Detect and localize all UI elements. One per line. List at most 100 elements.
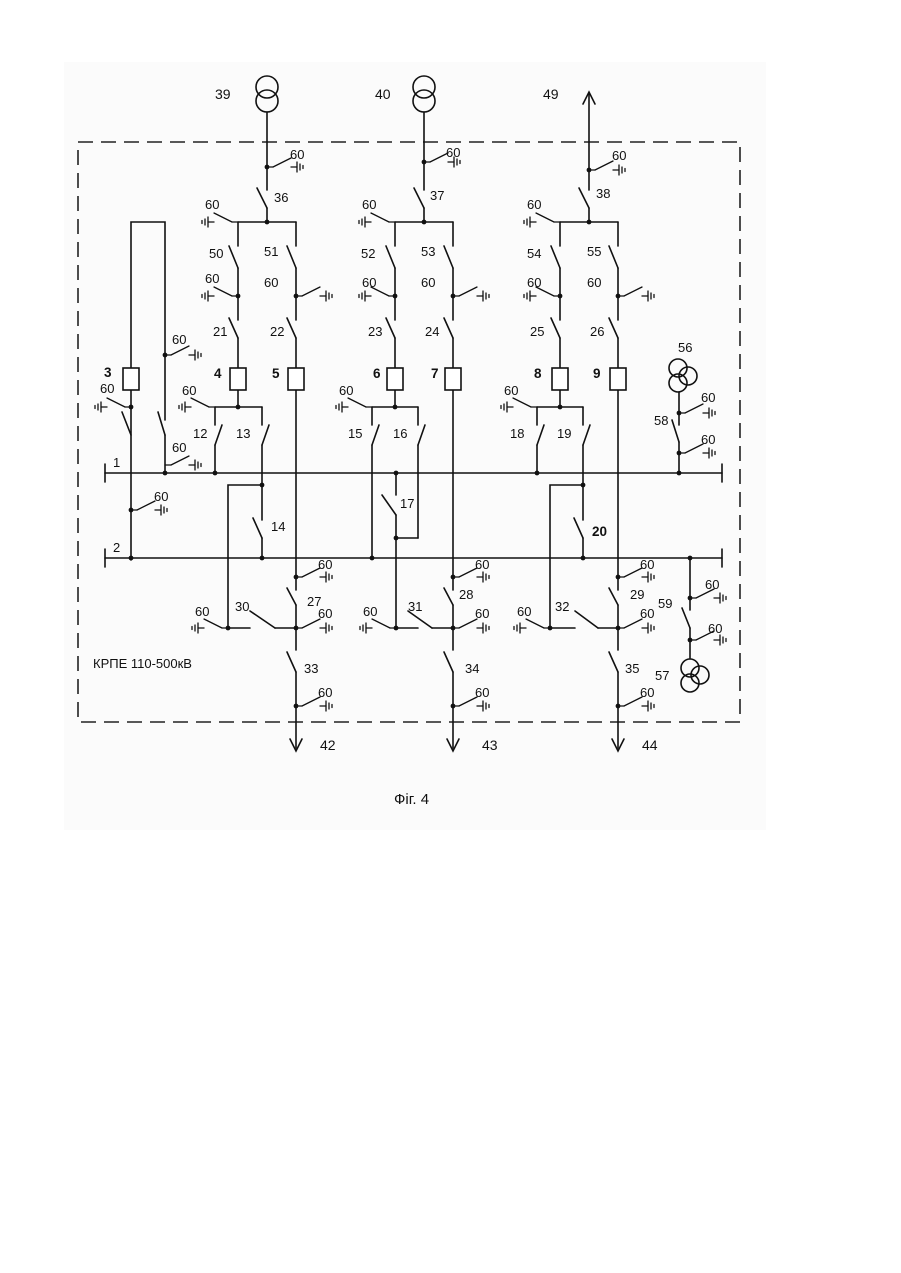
junction-dot xyxy=(616,575,621,580)
earth-label-60: 60 xyxy=(264,275,278,290)
earth-label-60: 60 xyxy=(195,604,209,619)
junction-dot xyxy=(581,556,586,561)
label-14: 14 xyxy=(271,519,285,534)
label-42: 42 xyxy=(320,737,336,753)
junction-dot xyxy=(677,411,682,416)
label-30: 30 xyxy=(235,599,249,614)
label-53: 53 xyxy=(421,244,435,259)
label-15: 15 xyxy=(348,426,362,441)
label-8: 8 xyxy=(534,366,542,381)
label-13: 13 xyxy=(236,426,250,441)
label-28: 28 xyxy=(459,587,473,602)
label-39: 39 xyxy=(215,86,231,102)
earth-label-60: 60 xyxy=(363,604,377,619)
label-31: 31 xyxy=(408,599,422,614)
earth-label-60: 60 xyxy=(100,381,114,396)
earth-label-60: 60 xyxy=(527,197,541,212)
junction-dot xyxy=(129,556,134,561)
earth-label-60: 60 xyxy=(318,557,332,572)
label-49: 49 xyxy=(543,86,559,102)
label-busbar-2: 2 xyxy=(113,540,120,555)
label-21: 21 xyxy=(213,324,227,339)
junction-dot xyxy=(422,220,427,225)
earth-label-60: 60 xyxy=(182,383,196,398)
junction-dot xyxy=(394,626,399,631)
label-59: 59 xyxy=(658,596,672,611)
circuit-breaker xyxy=(288,368,304,390)
substation-label: КРПЕ 110-500кВ xyxy=(93,656,192,671)
label-51: 51 xyxy=(264,244,278,259)
junction-dot xyxy=(451,626,456,631)
figure-caption: Фіг. 4 xyxy=(394,791,429,808)
earth-label-60: 60 xyxy=(205,197,219,212)
label-55: 55 xyxy=(587,244,601,259)
earth-label-60: 60 xyxy=(362,197,376,212)
circuit-breaker xyxy=(445,368,461,390)
label-52: 52 xyxy=(361,246,375,261)
label-9: 9 xyxy=(593,366,601,381)
junction-dot xyxy=(451,294,456,299)
junction-dot xyxy=(688,556,693,561)
earth-label-60: 60 xyxy=(705,577,719,592)
label-44: 44 xyxy=(642,737,658,753)
junction-dot xyxy=(616,294,621,299)
junction-dot xyxy=(393,294,398,299)
circuit-breaker xyxy=(123,368,139,390)
label-12: 12 xyxy=(193,426,207,441)
junction-dot xyxy=(677,451,682,456)
label-3: 3 xyxy=(104,365,112,380)
label-43: 43 xyxy=(482,737,498,753)
junction-dot xyxy=(294,294,299,299)
label-23: 23 xyxy=(368,324,382,339)
circuit-breaker xyxy=(610,368,626,390)
label-33: 33 xyxy=(304,661,318,676)
earth-label-60: 60 xyxy=(640,685,654,700)
circuit-breaker xyxy=(387,368,403,390)
label-56: 56 xyxy=(678,340,692,355)
junction-dot xyxy=(688,638,693,643)
label-32: 32 xyxy=(555,599,569,614)
label-54: 54 xyxy=(527,246,541,261)
junction-dot xyxy=(294,626,299,631)
label-5: 5 xyxy=(272,366,280,381)
earth-label-60: 60 xyxy=(701,390,715,405)
earth-label-60: 60 xyxy=(475,606,489,621)
junction-dot xyxy=(581,483,586,488)
earth-label-60: 60 xyxy=(708,621,722,636)
earth-label-60: 60 xyxy=(421,275,435,290)
label-7: 7 xyxy=(431,366,439,381)
junction-dot xyxy=(535,471,540,476)
junction-dot xyxy=(294,704,299,709)
junction-dot xyxy=(265,220,270,225)
label-35: 35 xyxy=(625,661,639,676)
junction-dot xyxy=(558,405,563,410)
junction-dot xyxy=(236,405,241,410)
earth-label-60: 60 xyxy=(701,432,715,447)
junction-dot xyxy=(422,160,427,165)
label-17: 17 xyxy=(400,496,414,511)
label-24: 24 xyxy=(425,324,439,339)
label-4: 4 xyxy=(214,366,222,381)
junction-dot xyxy=(265,165,270,170)
earth-label-60: 60 xyxy=(172,332,186,347)
label-22: 22 xyxy=(270,324,284,339)
earth-label-60: 60 xyxy=(475,557,489,572)
junction-dot xyxy=(129,405,134,410)
junction-dot xyxy=(260,483,265,488)
junction-dot xyxy=(677,471,682,476)
label-29: 29 xyxy=(630,587,644,602)
earth-label-60: 60 xyxy=(362,275,376,290)
junction-dot xyxy=(294,575,299,580)
junction-dot xyxy=(394,471,399,476)
junction-dot xyxy=(213,471,218,476)
label-25: 25 xyxy=(530,324,544,339)
earth-label-60: 60 xyxy=(640,606,654,621)
junction-dot xyxy=(236,294,241,299)
earth-label-60: 60 xyxy=(475,685,489,700)
junction-dot xyxy=(394,536,399,541)
label-57: 57 xyxy=(655,668,669,683)
junction-dot xyxy=(558,294,563,299)
junction-dot xyxy=(587,168,592,173)
junction-dot xyxy=(370,556,375,561)
label-34: 34 xyxy=(465,661,479,676)
